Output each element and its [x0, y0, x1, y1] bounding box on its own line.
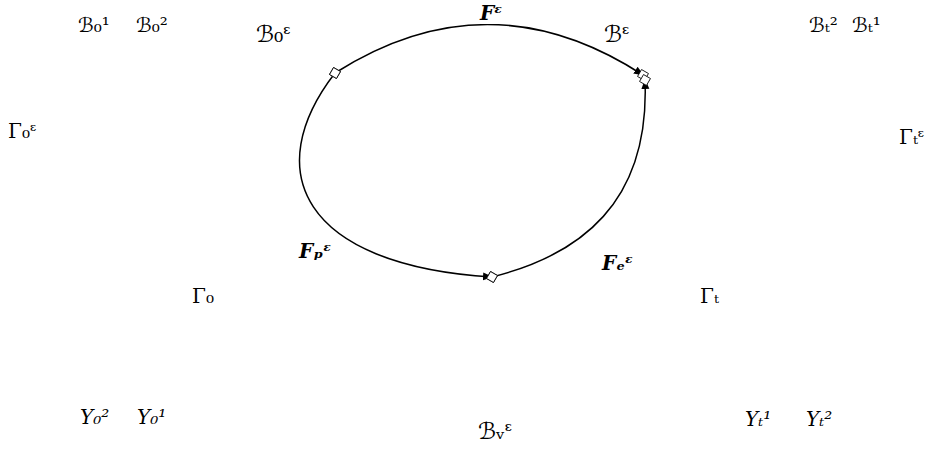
material-point	[640, 75, 651, 86]
symbol-label: ℬₜ²	[809, 14, 838, 36]
current-body	[579, 44, 739, 202]
symbol-label: Yₜ²	[806, 408, 832, 430]
symbol-label: Γ₀	[192, 285, 214, 307]
mapping-label: Fₚᵋ	[297, 240, 333, 262]
right-cell-grid	[770, 108, 880, 172]
mapping-arrow	[335, 24, 643, 75]
symbol-label: Γₜᵋ	[899, 126, 925, 148]
reference-configuration: ℬ₀ᵋ	[225, 40, 415, 205]
material-point	[487, 272, 498, 283]
mapping-label: Fₑᵋ	[600, 252, 635, 274]
intermediate-outline	[423, 250, 578, 417]
leader-lines	[738, 40, 896, 405]
symbol-label: Y₀²	[80, 406, 109, 428]
left-cell-grid	[78, 97, 140, 160]
symbol-label: ℬ₀²	[136, 14, 168, 36]
intermediate-configuration: ℬᵥᵋ	[420, 244, 580, 416]
right-unit-cell	[747, 255, 880, 345]
mapping-label: Fᵋ	[478, 2, 504, 24]
reference-body	[232, 49, 404, 198]
material-point	[330, 68, 341, 79]
symbol-label: ℬₜ¹	[852, 14, 881, 36]
symbol-label: Y₀¹	[137, 406, 166, 428]
zoom-lines	[45, 97, 284, 248]
symbol-label: Γₜ	[700, 285, 719, 307]
current-configuration: ℬᵋ	[568, 35, 748, 210]
symbol-label: Yₜ¹	[745, 408, 771, 430]
mapping-arrow	[492, 80, 645, 277]
body-shape	[568, 35, 748, 210]
symbol-label: Γ₀ᵋ	[8, 120, 37, 142]
body-shape	[420, 244, 580, 416]
material-point	[487, 272, 498, 283]
body-label: ℬᵥᵋ	[478, 419, 512, 444]
body-label: ℬ₀ᵋ	[256, 22, 291, 47]
material-point	[330, 68, 341, 79]
zoom-lines	[701, 108, 880, 255]
leader-lines	[50, 40, 187, 402]
body-shape	[225, 40, 415, 205]
left-unit-cell	[45, 248, 160, 345]
grain-blobs	[434, 247, 558, 400]
symbol-label: ℬ₀¹	[78, 14, 110, 36]
body-label: ℬᵋ	[604, 22, 630, 47]
